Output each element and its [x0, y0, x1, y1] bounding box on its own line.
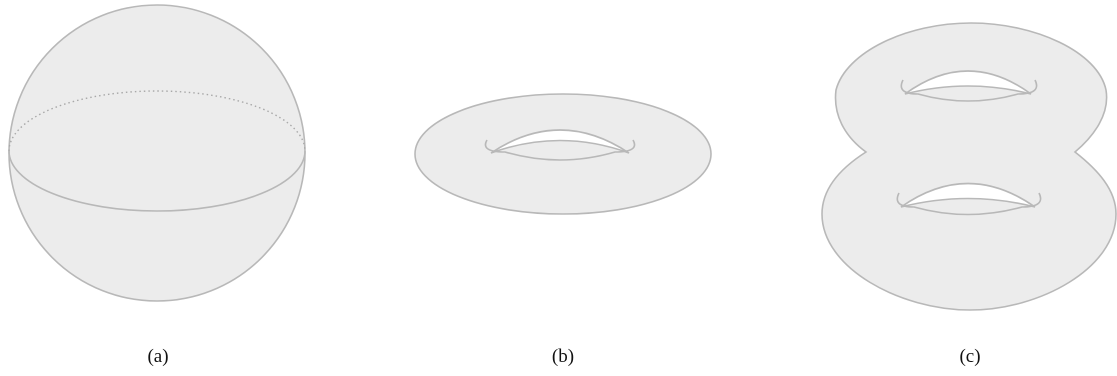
torus-panel [415, 94, 711, 214]
sphere-panel [9, 5, 305, 301]
torus-surface [415, 94, 711, 214]
caption-c: (c) [940, 346, 1000, 368]
sphere-surface [9, 5, 305, 301]
caption-b: (b) [533, 346, 593, 368]
double-torus-surface [822, 23, 1116, 310]
double-torus-panel [822, 23, 1116, 310]
caption-a: (a) [128, 346, 188, 368]
